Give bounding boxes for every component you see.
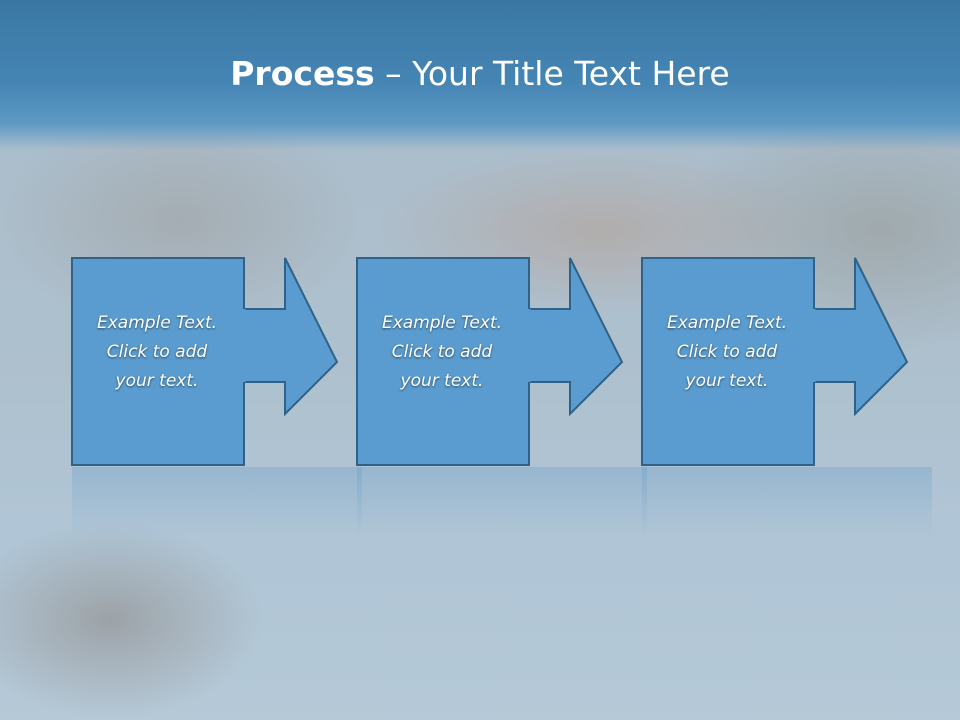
step-reflection [72, 467, 362, 537]
step-text[interactable]: Example Text. Click to add your text. [71, 309, 243, 396]
step-text-line: Click to add [391, 342, 493, 362]
step-text-line: your text. [115, 371, 199, 391]
title-bold: Process [230, 54, 375, 93]
slide-title[interactable]: Process – Your Title Text Here [0, 52, 960, 96]
step-text-line: Click to add [106, 342, 208, 362]
step-shape [641, 257, 909, 466]
step-text-line: Click to add [676, 342, 778, 362]
step-reflection [642, 467, 932, 537]
step-text[interactable]: Example Text. Click to add your text. [356, 309, 528, 396]
step-text-line: Example Text. [666, 313, 788, 333]
step-text-line: Example Text. [96, 313, 218, 333]
process-step-1[interactable]: Example Text. Click to add your text. [71, 257, 361, 467]
step-text-line: your text. [685, 371, 769, 391]
process-step-3[interactable]: Example Text. Click to add your text. [641, 257, 931, 467]
step-shape [356, 257, 624, 466]
step-text-line: Example Text. [381, 313, 503, 333]
step-reflection [357, 467, 647, 537]
title-bar [0, 0, 960, 150]
step-text[interactable]: Example Text. Click to add your text. [641, 309, 813, 396]
step-text-line: your text. [400, 371, 484, 391]
step-shape [71, 257, 339, 466]
process-step-2[interactable]: Example Text. Click to add your text. [356, 257, 646, 467]
title-rest: – Your Title Text Here [374, 54, 730, 93]
